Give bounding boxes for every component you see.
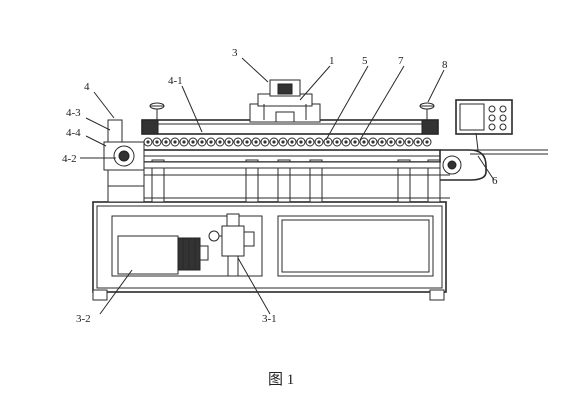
- roller-hub: [236, 140, 240, 144]
- left-drive-unit: [103, 119, 145, 203]
- panel-buttons: [488, 105, 507, 131]
- roller-hub: [227, 140, 231, 144]
- roller-hub: [191, 140, 195, 144]
- right-handwheel: [419, 102, 435, 120]
- label-4-1: 4-1: [168, 75, 183, 87]
- roller-hub: [425, 140, 429, 144]
- label-4-3: 4-3: [66, 107, 81, 119]
- right-outfeed: [440, 132, 548, 181]
- left-handwheel: [149, 102, 165, 120]
- upper-rail: [141, 119, 439, 135]
- roller-hub: [146, 140, 150, 144]
- press-unit: [249, 79, 321, 123]
- label-4-4: 4-4: [66, 127, 81, 139]
- frame-posts: [140, 159, 450, 203]
- label-3: 3: [232, 47, 238, 59]
- panel-button: [499, 114, 507, 122]
- roller-hub: [155, 140, 159, 144]
- panel-button: [499, 123, 507, 131]
- part-labels: 3 1 5 7 8 4 4-1 4-3 4-4 4-2 6 3-2 3-1: [62, 47, 498, 325]
- roller-hub: [326, 140, 330, 144]
- label-3-1: 3-1: [262, 313, 277, 325]
- label-1: 1: [329, 55, 335, 67]
- panel-button: [499, 105, 507, 113]
- roller-hub: [371, 140, 375, 144]
- roller-hub: [209, 140, 213, 144]
- roller-hub: [308, 140, 312, 144]
- roller-hub: [263, 140, 267, 144]
- roller-hub: [182, 140, 186, 144]
- pump-valve: [208, 213, 255, 276]
- roller-hub: [344, 140, 348, 144]
- roller-hub: [299, 140, 303, 144]
- roller-hub: [389, 140, 393, 144]
- base-cabinet: [92, 201, 447, 301]
- panel-button: [488, 114, 496, 122]
- roller-hub: [173, 140, 177, 144]
- conveyor-beam: [139, 149, 441, 169]
- roller-hub: [272, 140, 276, 144]
- roller-hub: [218, 140, 222, 144]
- roller-hub: [335, 140, 339, 144]
- label-6: 6: [492, 175, 498, 187]
- leader-lines: [80, 57, 495, 315]
- label-7: 7: [398, 55, 404, 67]
- label-5: 5: [362, 55, 368, 67]
- roller-hub: [398, 140, 402, 144]
- label-8: 8: [442, 59, 448, 71]
- label-4-2: 4-2: [62, 153, 77, 165]
- roller-hub: [245, 140, 249, 144]
- roller-hub: [407, 140, 411, 144]
- roller-hub: [164, 140, 168, 144]
- roller-hub: [281, 140, 285, 144]
- roller-hub: [416, 140, 420, 144]
- roller-hub: [353, 140, 357, 144]
- control-panel: [455, 99, 513, 135]
- roller-hub: [317, 140, 321, 144]
- roller-hub: [254, 140, 258, 144]
- panel-button: [488, 123, 496, 131]
- roller-hub: [380, 140, 384, 144]
- panel-button: [488, 105, 496, 113]
- roller-row: [143, 137, 432, 147]
- figure-caption: 图 1: [268, 371, 294, 388]
- label-4: 4: [84, 81, 90, 93]
- roller-hub: [290, 140, 294, 144]
- roller-hub: [362, 140, 366, 144]
- label-3-2: 3-2: [76, 313, 91, 325]
- roller-hub: [200, 140, 204, 144]
- motor: [117, 235, 209, 275]
